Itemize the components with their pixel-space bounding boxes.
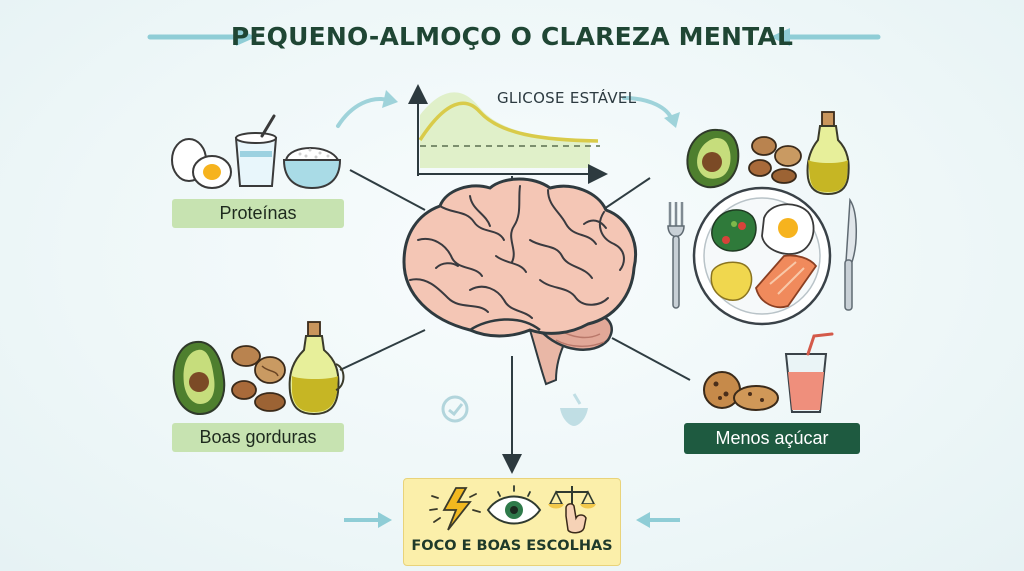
check-gauge-icon (441, 395, 469, 423)
eye-icon (486, 485, 542, 525)
glucose-chart-label: GLICOSE ESTÁVEL (497, 89, 637, 107)
result-arrow-left (344, 512, 392, 528)
balance-scale-icon (548, 486, 596, 534)
label-less-sugar: Menos açúcar (684, 423, 860, 454)
plate-icon (692, 186, 832, 326)
mortar-icon (560, 393, 588, 426)
result-label: FOCO E BOAS ESCOLHAS (411, 538, 613, 554)
glucose-chart (408, 84, 608, 184)
nuts-icon-right (748, 136, 802, 184)
juice-glass-icon (784, 332, 834, 413)
avocado-icon (172, 340, 226, 416)
fork-icon (667, 202, 685, 309)
title-arrow-left (147, 28, 256, 46)
rice-bowl-icon (282, 147, 342, 190)
curved-arrow-left (336, 90, 398, 128)
lightning-icon (429, 487, 481, 531)
yogurt-cup-icon (234, 114, 278, 187)
avocado-icon-right (686, 128, 740, 189)
page-title: PEQUENO-ALMOÇO O CLAREZA MENTAL (230, 22, 794, 51)
title-arrow-right (770, 28, 881, 46)
knife-icon (844, 197, 858, 311)
olive-oil-icon (288, 321, 345, 416)
egg-icon (171, 138, 232, 189)
label-proteins: Proteínas (172, 199, 344, 228)
result-arrow-right (636, 512, 680, 528)
label-good-fats: Boas gorduras (172, 423, 344, 452)
curved-arrow-right (622, 96, 680, 128)
olive-oil-icon-right (806, 111, 850, 196)
cookies-icon (703, 371, 779, 411)
nuts-icon (231, 345, 286, 412)
brain-icon (402, 177, 637, 386)
